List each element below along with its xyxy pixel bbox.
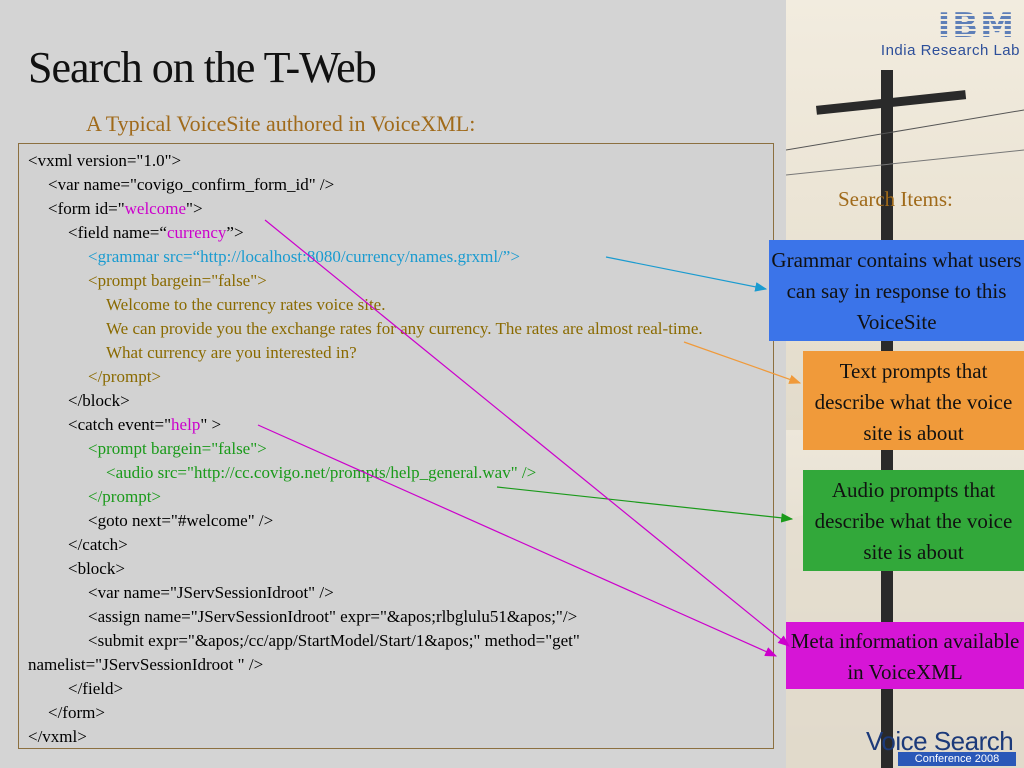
code-line-prompt-text: Welcome to the currency rates voice site…: [106, 295, 386, 314]
code-line-prompt-text: What currency are you interested in?: [106, 343, 357, 362]
code-line: </vxml>: [28, 727, 87, 746]
code-line: <field name=“currency”>: [68, 223, 244, 243]
slide-title: Search on the T-Web: [28, 43, 377, 92]
code-line: </prompt>: [88, 367, 162, 386]
code-line: </field>: [68, 679, 124, 698]
code-line: <block>: [68, 559, 125, 578]
code-line: <assign name="JServSessionIdroot" expr="…: [88, 607, 578, 626]
code-text: <field name=“: [68, 223, 167, 242]
lab-name: India Research Lab: [880, 42, 1020, 59]
callout-grammar: Grammar contains what users can say in r…: [769, 240, 1024, 341]
voice-search-logo: Voice Search: [866, 726, 1014, 756]
code-line-audio: <audio src="http://cc.covigo.net/prompts…: [106, 463, 537, 482]
code-line: </block>: [68, 391, 130, 410]
code-line: <form id="welcome">: [48, 199, 203, 219]
code-line: <catch event="help" >: [68, 415, 221, 435]
callout-meta-info: Meta information available in VoiceXML: [786, 622, 1024, 689]
code-line: <prompt bargein="false">: [88, 271, 267, 290]
code-line: </catch>: [68, 535, 128, 554]
callout-audio-prompts: Audio prompts that describe what the voi…: [803, 470, 1024, 571]
code-line-grammar: <grammar src=“http://localhost:8080/curr…: [88, 247, 520, 266]
code-text: ">: [186, 199, 203, 218]
code-line: <var name="JServSessionIdroot" />: [88, 583, 334, 602]
code-text: <form id=": [48, 199, 125, 218]
callout-text-prompts: Text prompts that describe what the voic…: [803, 351, 1024, 450]
code-line: <prompt bargein="false">: [88, 439, 267, 458]
code-line: namelist="JServSessionIdroot " />: [28, 655, 264, 674]
code-line: </prompt>: [88, 487, 162, 506]
ibm-logo: IBM: [937, 6, 1016, 46]
code-text: ”>: [226, 223, 244, 242]
search-items-heading: Search Items:: [838, 187, 953, 211]
code-line: <var name="covigo_confirm_form_id" />: [48, 175, 335, 194]
code-line: <submit expr="&apos;/cc/app/StartModel/S…: [88, 631, 580, 650]
code-text: " >: [200, 415, 222, 434]
slide-subtitle: A Typical VoiceSite authored in VoiceXML…: [86, 111, 476, 136]
code-text: <catch event=": [68, 415, 172, 434]
code-event-value: help: [171, 415, 201, 434]
code-line-prompt-text: We can provide you the exchange rates fo…: [106, 319, 703, 338]
code-field-value: currency: [166, 223, 227, 242]
code-line: <vxml version="1.0">: [28, 151, 182, 170]
code-line: </form>: [48, 703, 105, 722]
conference-year-band: Conference 2008: [898, 752, 1016, 766]
code-id-value: welcome: [124, 199, 186, 218]
code-line: <goto next="#welcome" />: [88, 511, 274, 530]
